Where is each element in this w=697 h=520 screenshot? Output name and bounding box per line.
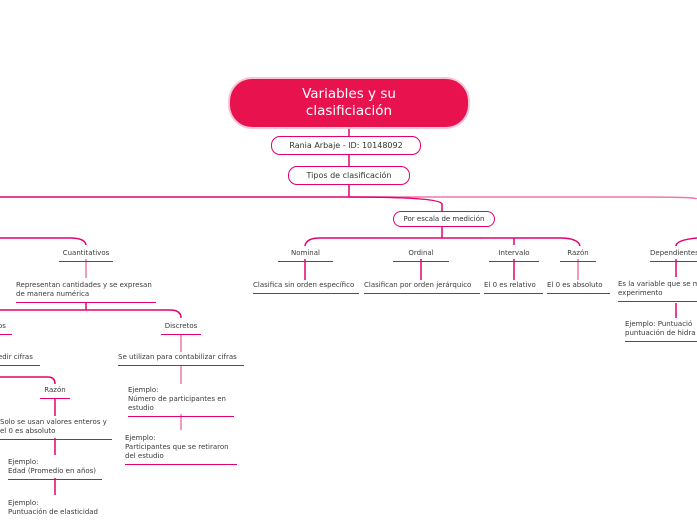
discretos-example-1-line3: estudio <box>128 404 154 412</box>
discretos-example-2-line3: del estudio <box>125 452 164 460</box>
continuos-desc[interactable]: edir cifras <box>0 353 40 366</box>
dependientes-example-line2: puntuación de hidra <box>625 329 696 337</box>
razon-example-1-line1: Ejemplo: <box>8 458 39 466</box>
dependientes-node[interactable]: Dependientes <box>650 249 697 262</box>
dependientes-desc[interactable]: Es la variable que se m experimento <box>618 280 697 302</box>
scale-item-nominal[interactable]: Nominal <box>278 249 333 262</box>
razon-example-2[interactable]: Ejemplo: Puntuación de elasticidad <box>8 499 108 517</box>
cuantitativos-desc[interactable]: Representan cantidades y se expresan de … <box>16 281 156 303</box>
author-node[interactable]: Rania Arbaje - ID: 10148092 <box>271 136 421 155</box>
razon-desc[interactable]: Solo se usan valores enteros y el 0 es a… <box>0 418 112 440</box>
connector-scale <box>348 196 443 211</box>
root-topic[interactable]: Variables y su clasificiación <box>230 79 468 127</box>
razon-node[interactable]: Razón <box>40 386 70 399</box>
scale-node[interactable]: Por escala de medición <box>393 211 495 227</box>
scale-desc-intervalo[interactable]: El 0 es relativo <box>484 281 543 294</box>
dependientes-example[interactable]: Ejemplo: Puntuació puntuación de hidra <box>625 320 697 342</box>
dependientes-example-line1: Ejemplo: Puntuació <box>625 320 693 328</box>
scale-item-intervalo[interactable]: Intervalo <box>489 249 539 262</box>
cuantitativos-desc-line2: de manera numérica <box>16 290 90 298</box>
discretos-example-1-line1: Ejemplo: <box>128 386 159 394</box>
root-title-line2: clasificiación <box>305 103 393 119</box>
scale-desc-razon[interactable]: El 0 es absoluto <box>547 281 610 294</box>
connector-cuantitativos <box>0 237 87 246</box>
razon-example-2-line2: Puntuación de elasticidad <box>8 508 99 516</box>
discretos-example-2-line1: Ejemplo: <box>125 434 156 442</box>
discretos-desc[interactable]: Se utilizan para contabilizar cifras <box>118 353 244 366</box>
types-node[interactable]: Tipos de clasificación <box>288 166 410 185</box>
scale-bracket <box>304 237 581 247</box>
scale-desc-ordinal[interactable]: Clasifican por orden jerárquico <box>364 281 480 294</box>
root-title-line1: Variables y su <box>302 86 396 102</box>
discretos-example-1[interactable]: Ejemplo: Número de participantes en estu… <box>128 386 234 417</box>
discretos-example-1-line2: Número de participantes en <box>128 395 226 403</box>
cuant-bracket <box>0 309 182 319</box>
razon-example-1-line2: Edad (Promedio en años) <box>8 467 97 475</box>
dependientes-desc-line1: Es la variable que se m <box>618 280 697 288</box>
discretos-example-2-line2: Participantes que se retiraron <box>125 443 229 451</box>
cuantitativos-node[interactable]: Cuantitativos <box>59 249 113 262</box>
connector-dependientes <box>675 237 697 247</box>
scale-desc-nominal[interactable]: Clasifica sin orden específico <box>253 281 359 294</box>
razon-example-1[interactable]: Ejemplo: Edad (Promedio en años) <box>8 458 102 480</box>
cuantitativos-desc-line1: Representan cantidades y se expresan <box>16 281 152 289</box>
discretos-node[interactable]: Discretos <box>161 322 201 335</box>
razon-bracket <box>0 376 56 385</box>
discretos-example-2[interactable]: Ejemplo: Participantes que se retiraron … <box>125 434 237 465</box>
razon-desc-line2: el 0 es absoluto <box>0 427 56 435</box>
continuos-node[interactable]: os <box>0 322 12 335</box>
scale-item-razon[interactable]: Razón <box>560 249 596 262</box>
razon-example-2-line1: Ejemplo: <box>8 499 39 507</box>
bus-right <box>349 196 697 200</box>
dependientes-desc-line2: experimento <box>618 289 663 297</box>
scale-item-ordinal[interactable]: Ordinal <box>393 249 449 262</box>
razon-desc-line1: Solo se usan valores enteros y <box>0 418 107 426</box>
